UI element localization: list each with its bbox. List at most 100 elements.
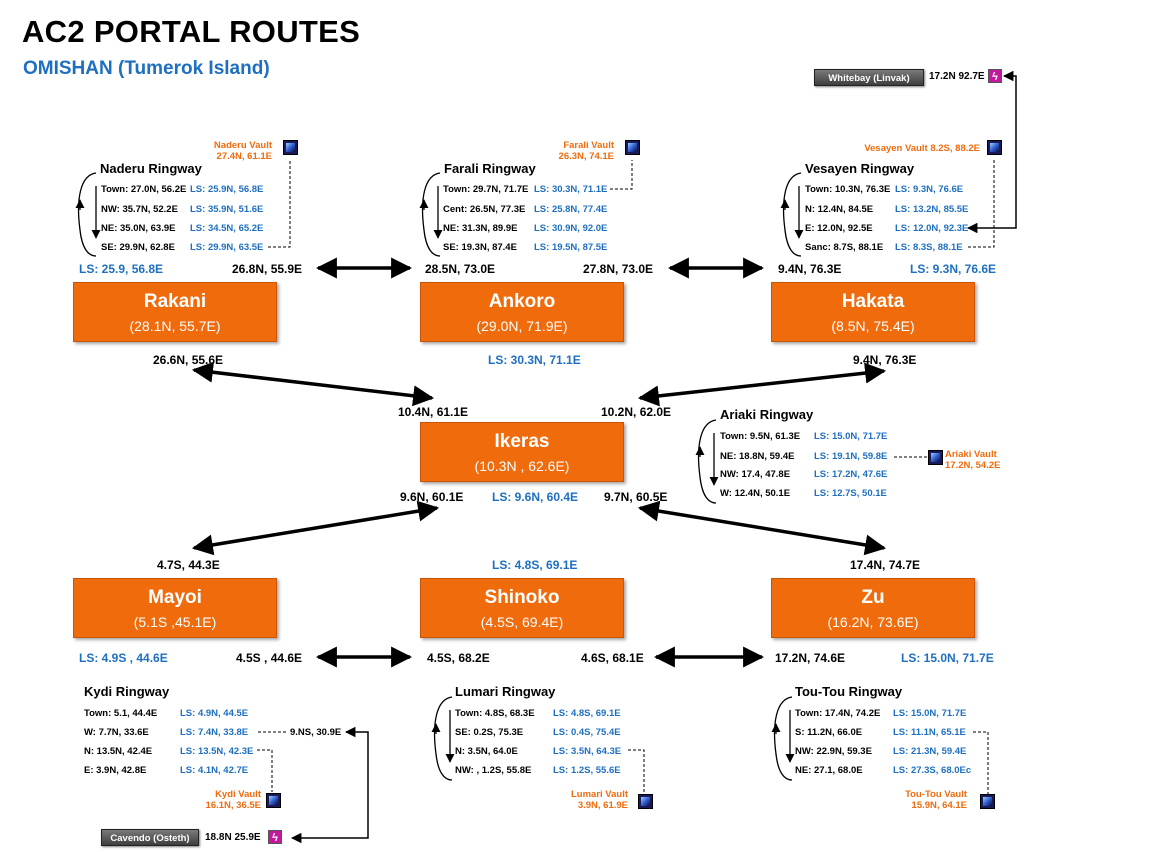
lumari-vault-icon[interactable] [638,794,653,809]
route-rakani-ikeras [191,361,435,407]
naderu-vault-icon[interactable] [283,140,298,155]
kydi-row-ls: LS: 4.1N, 42.7E [180,765,249,776]
vesayen-row-ls: LS: 12.0N, 92.3E [895,223,969,234]
kydi-row-ls: LS: 13.5N, 42.3E [180,746,254,757]
city-mayoi[interactable]: Mayoi (5.1S ,45.1E) [73,578,277,638]
vesayen-loop [782,172,802,257]
city-name: Ankoro [488,291,556,312]
shinoko-east-portal: 4.6S, 68.1E [581,651,644,665]
farali-row-ls: LS: 19.5N, 87.5E [534,242,608,253]
hakata-west-portal: 9.4N, 76.3E [778,262,842,276]
kydi-row-left: Town: 5.1, 44.4E [84,708,158,719]
city-coords: (4.5S, 69.4E) [480,614,564,630]
vesayen-row-left: Sanc: 8.7S, 88.1E [805,242,884,253]
toutou-vault-icon[interactable] [980,794,995,809]
lumari-row-left: SE: 0.2S, 75.3E [455,727,524,738]
cavendo-portal-icon[interactable]: ϟ [268,830,282,844]
rakani-south-portal: 26.6N, 55.6E [153,353,224,367]
vesayen-row-left: Town: 10.3N, 76.3E [805,184,891,195]
mayoi-east-portal: 4.5S , 44.6E [236,651,303,665]
naderu-row-left: NW: 35.7N, 52.2E [101,204,178,215]
ankoro-east-portal: 27.8N, 73.0E [583,262,654,276]
lumari-ringway-title: Lumari Ringway [455,684,556,699]
city-name: Mayoi [148,587,202,608]
city-name: Ikeras [494,431,550,452]
farali-row-left: Town: 29.7N, 71.7E [443,184,529,195]
city-name: Shinoko [484,587,560,608]
vesayen-row-left: N: 12.4N, 84.5E [805,204,874,215]
page-title: AC2 PORTAL ROUTES [22,14,361,49]
shinoko-lifestone: LS: 4.8S, 69.1E [492,558,578,572]
farali-row-left: SE: 19.3N, 87.4E [443,242,517,253]
shinoko-west-portal: 4.5S, 68.2E [427,651,490,665]
city-coords: (28.1N, 55.7E) [129,318,221,334]
vesayen-vault-label: Vesayen Vault 8.2S, 88.2E [864,143,980,154]
rakani-east-portal: 26.8N, 55.9E [232,262,303,276]
lumari-row-ls: LS: 3.5N, 64.3E [553,746,622,757]
city-ankoro[interactable]: Ankoro (29.0N, 71.9E) [420,282,624,342]
route-hakata-ikeras [637,362,887,407]
route-ikeras-mayoi [191,500,440,556]
toutou-row-ls: LS: 27.3S, 68.0Ec [893,765,972,776]
vesayen-ringway-title: Vesayen Ringway [805,161,915,176]
farali-loop [421,172,441,257]
whitebay-portal-button[interactable]: Whitebay (Linvak) [814,69,924,86]
naderu-row-ls: LS: 34.5N, 65.2E [190,223,264,234]
kydi-row-left: W: 7.7N, 33.6E [84,727,149,738]
toutou-row-ls: LS: 15.0N, 71.7E [893,708,967,719]
city-name: Rakani [143,291,207,312]
toutou-row-ls: LS: 21.3N, 59.4E [893,746,967,757]
ariaki-row-left: Town: 9.5N, 61.3E [720,431,801,442]
city-hakata[interactable]: Hakata (8.5N, 75.4E) [771,282,975,342]
city-rakani[interactable]: Rakani (28.1N, 55.7E) [73,282,277,342]
zu-west-portal: 17.2N, 74.6E [775,651,846,665]
ikeras-lifestone: LS: 9.6N, 60.4E [492,490,579,504]
ariaki-loop [697,419,717,504]
lumari-row-left: NW: , 1.2S, 55.8E [455,765,532,776]
city-name: Zu [861,587,885,608]
city-shinoko[interactable]: Shinoko (4.5S, 69.4E) [420,578,624,638]
farali-row-ls: LS: 30.9N, 92.0E [534,223,608,234]
city-coords: (16.2N, 73.6E) [827,614,919,630]
kydi-ringway-title: Kydi Ringway [84,684,170,699]
naderu-row-ls: LS: 29.9N, 63.5E [190,242,264,253]
city-zu[interactable]: Zu (16.2N, 73.6E) [771,578,975,638]
farali-row-ls: LS: 30.3N, 71.1E [534,184,608,195]
lumari-row-left: Town: 4.8S, 68.3E [455,708,535,719]
vesayen-row-left: E: 12.0N, 92.5E [805,223,873,234]
farali-vault-icon[interactable] [625,140,640,155]
ikeras-southeast-portal: 9.7N, 60.5E [604,490,668,504]
ariaki-vault-icon[interactable] [928,450,943,465]
toutou-loop [773,696,793,781]
whitebay-connector [966,70,1017,234]
kydi-vault-icon[interactable] [266,793,281,808]
rakani-lifestone: LS: 25.9, 56.8E [79,262,164,276]
cavendo-portal-coords: 18.8N 25.9E [205,832,261,843]
vesayen-vault-icon[interactable] [987,140,1002,155]
ikeras-northeast-portal: 10.2N, 62.0E [601,405,672,419]
ariaki-row-left: W: 12.4N, 50.1E [720,488,791,499]
toutou-row-left: NW: 22.9N, 59.3E [795,746,872,757]
farali-row-ls: LS: 25.8N, 77.4E [534,204,608,215]
ankoro-lifestone: LS: 30.3N, 71.1E [488,353,581,367]
vesayen-row-ls: LS: 13.2N, 85.5E [895,204,969,215]
toutou-row-left: S: 11.2N, 66.0E [795,727,863,738]
ikeras-southwest-portal: 9.6N, 60.1E [400,490,464,504]
city-coords: (8.5N, 75.4E) [831,318,915,334]
cavendo-portal-button[interactable]: Cavendo (Osteth) [101,829,199,846]
mayoi-lifestone: LS: 4.9S , 44.6E [79,651,168,665]
whitebay-portal-icon[interactable]: ϟ [988,69,1002,83]
city-coords: (10.3N , 62.6E) [474,458,570,474]
mayoi-north-portal: 4.7S, 44.3E [157,558,220,572]
naderu-ringway-title: Naderu Ringway [100,161,202,176]
toutou-row-ls: LS: 11.1N, 65.1E [893,727,966,738]
farali-row-left: NE: 31.3N, 89.9E [443,223,518,234]
city-ikeras[interactable]: Ikeras (10.3N , 62.6E) [420,422,624,482]
